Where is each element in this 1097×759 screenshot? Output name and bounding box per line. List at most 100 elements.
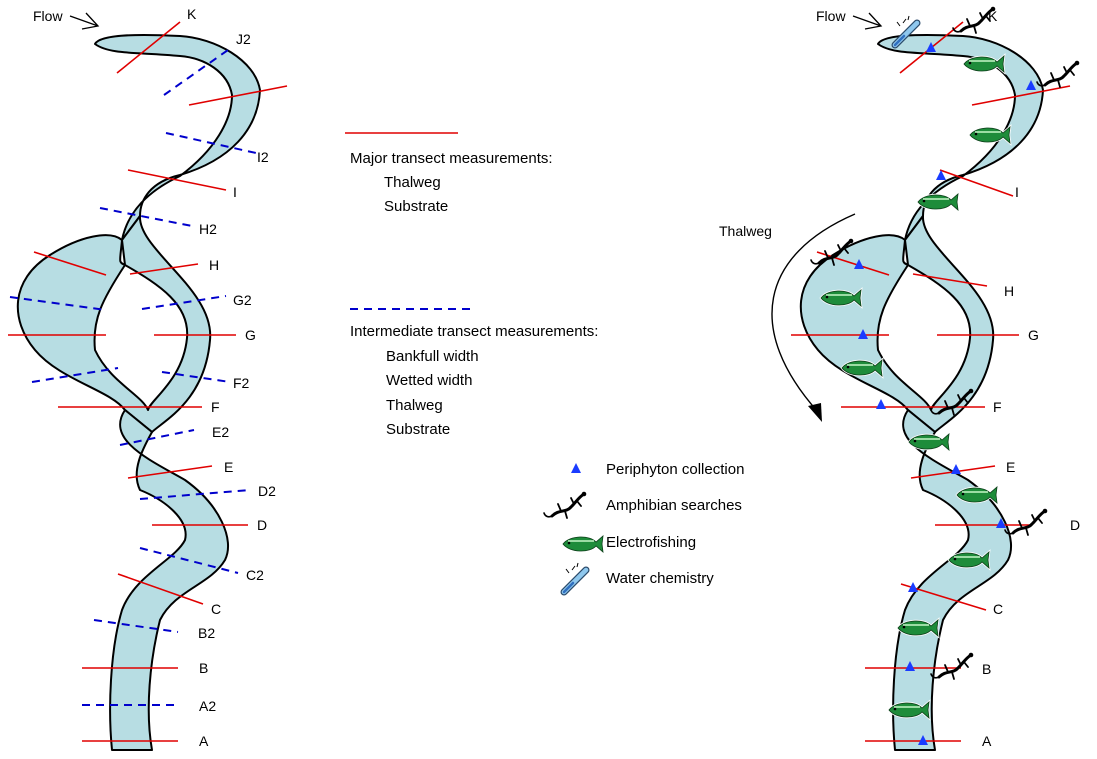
label-g: G (1028, 327, 1039, 343)
transect-h-east (912, 273, 988, 287)
stream-channel-split (799, 215, 995, 433)
symbol-legend: Periphyton collection Amphibian searches… (542, 461, 744, 592)
transect-b2 (93, 619, 179, 633)
transect-i (939, 169, 1014, 197)
symbol-legend-item: Electrofishing (606, 534, 696, 551)
transect-g2-west (9, 296, 107, 311)
label-d: D (257, 517, 267, 533)
label-b: B (982, 661, 991, 677)
thalweg-label: Thalweg (719, 223, 772, 239)
intermediate-legend-item: Thalweg (386, 397, 443, 414)
transect-i2 (165, 132, 257, 154)
label-h: H (209, 257, 219, 273)
label-f: F (211, 399, 220, 415)
label-h: H (1004, 283, 1014, 299)
transect-labels-right: K I H G F E D C B A (982, 8, 1080, 749)
transect-j (971, 85, 1071, 106)
label-b2: B2 (198, 625, 215, 641)
label-c: C (211, 601, 221, 617)
major-transects-right (791, 21, 1071, 742)
periphyton-icon (951, 464, 961, 474)
label-e: E (1006, 459, 1015, 475)
periphyton-icon (936, 170, 946, 180)
lizard-icon (929, 651, 975, 681)
flow-arrow-icon (852, 12, 883, 30)
label-a2: A2 (199, 698, 216, 714)
label-a: A (982, 733, 992, 749)
label-d2: D2 (258, 483, 276, 499)
thalweg-indicator: Thalweg (719, 213, 856, 422)
lizard-icon (1003, 507, 1049, 537)
flow-indicator-right: Flow (816, 8, 883, 30)
left-diagram: Flow (8, 6, 288, 751)
transect-g2-east (141, 295, 227, 310)
label-k: K (988, 8, 998, 24)
stream-channel-upper (877, 33, 1044, 241)
thalweg-arrow (771, 213, 856, 413)
stream-channel-split (16, 215, 212, 433)
thermometer-icon (564, 563, 586, 592)
thalweg-arrowhead-icon (808, 403, 822, 422)
periphyton-icon (926, 42, 936, 52)
symbol-legend-item: Water chemistry (606, 570, 714, 587)
transect-i (127, 169, 227, 191)
label-j2: J2 (236, 31, 251, 47)
transect-d2 (139, 489, 251, 500)
major-legend-item: Thalweg (384, 174, 441, 191)
label-c2: C2 (246, 567, 264, 583)
major-legend-title: Major transect measurements: (350, 150, 553, 167)
intermediate-legend-item: Bankfull width (386, 348, 479, 365)
label-k: K (187, 6, 197, 22)
label-b: B (199, 660, 208, 676)
periphyton-icon (996, 518, 1006, 528)
transect-e (127, 465, 213, 479)
periphyton-icon (854, 259, 864, 269)
stream-channel-upper (94, 33, 261, 241)
lizard-icon (542, 490, 588, 520)
label-d: D (1070, 517, 1080, 533)
label-a: A (199, 733, 209, 749)
periphyton-markers (854, 42, 1036, 745)
label-i: I (233, 184, 237, 200)
label-g: G (245, 327, 256, 343)
transect-f2-east (161, 371, 231, 383)
fish-icon (907, 432, 951, 452)
stream-channel-lower (892, 409, 1013, 751)
symbol-legend-item: Amphibian searches (606, 497, 742, 514)
label-i2: I2 (257, 149, 269, 165)
label-e: E (224, 459, 233, 475)
transect-c2 (139, 547, 239, 574)
label-f: F (993, 399, 1002, 415)
periphyton-icon (905, 661, 915, 671)
transect-f2-west (31, 367, 119, 383)
transect-h-west (33, 251, 107, 276)
transect-j (188, 85, 288, 106)
periphyton-icon (571, 463, 581, 473)
label-f2: F2 (233, 375, 250, 391)
periphyton-icon (918, 735, 928, 745)
flow-label-right: Flow (816, 8, 846, 24)
transect-legend: Major transect measurements: Thalweg Sub… (345, 132, 598, 438)
transect-k (116, 21, 181, 74)
transect-labels-left: K J2 I2 I H2 H G2 G F2 F E2 E D2 D C2 C … (187, 6, 276, 749)
intermediate-legend-title: Intermediate transect measurements: (350, 323, 598, 340)
label-h2: H2 (199, 221, 217, 237)
periphyton-icon (876, 399, 886, 409)
intermediate-legend-item: Substrate (386, 421, 450, 438)
major-transects-left (8, 21, 288, 742)
fish-icon (916, 192, 960, 212)
major-legend-item: Substrate (384, 198, 448, 215)
flow-arrow-icon (69, 12, 100, 30)
lizard-icon (1035, 59, 1081, 89)
label-g2: G2 (233, 292, 252, 308)
periphyton-icon (858, 329, 868, 339)
transect-h2 (99, 207, 193, 227)
transect-c (117, 573, 204, 605)
transect-e2 (119, 429, 195, 446)
flow-label-left: Flow (33, 8, 63, 24)
flow-indicator-left: Flow (33, 8, 100, 30)
label-i: I (1015, 184, 1019, 200)
right-diagram: Flow (719, 5, 1081, 751)
transect-h-east (129, 263, 199, 275)
